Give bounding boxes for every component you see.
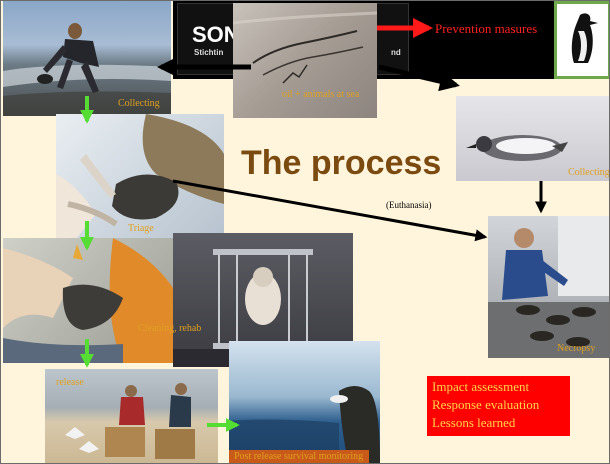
cleaning-photo [3, 238, 173, 363]
outcome-lessons-learned: Lessons learned [432, 415, 516, 430]
slide-title: The process [241, 144, 442, 182]
caption-post-release: Post release survival monitoring [234, 451, 364, 462]
euthanasia-label: (Euthanasia) [386, 200, 432, 210]
prevention-label: Prevention masures [435, 21, 538, 36]
outcome-impact-assessment: Impact assessment [432, 379, 530, 394]
outcome-response-evaluation: Response evaluation [432, 397, 540, 412]
necropsy-photo [488, 216, 609, 358]
caption-oil-animals: oil + animals at sea [282, 89, 360, 100]
bird-logo-icon [554, 1, 609, 79]
triage-photo [56, 114, 224, 239]
outcomes-box: Impact assessment Response evaluation Le… [427, 376, 570, 436]
oil-at-sea-photo [233, 3, 377, 118]
caption-collecting-bird: Collecting [568, 167, 610, 178]
collecting-beach-photo [3, 1, 171, 116]
caption-collecting-beach: Collecting [118, 98, 160, 109]
caption-necropsy: Necropsy [557, 343, 596, 354]
caption-cleaning: Cleaning, rehab [138, 323, 202, 334]
logo-subtext-left: Stichtin [194, 48, 224, 57]
header-red-panel [411, 1, 551, 76]
logo-text: SON [192, 22, 240, 47]
caption-release: release [56, 377, 84, 388]
post-release-caption-band [229, 450, 369, 463]
logo-subtext-right: nd [391, 48, 401, 57]
caption-triage: Triage [128, 223, 154, 234]
post-release-photo [229, 341, 380, 463]
release-photo [45, 369, 218, 463]
collecting-bird-photo [456, 96, 609, 181]
